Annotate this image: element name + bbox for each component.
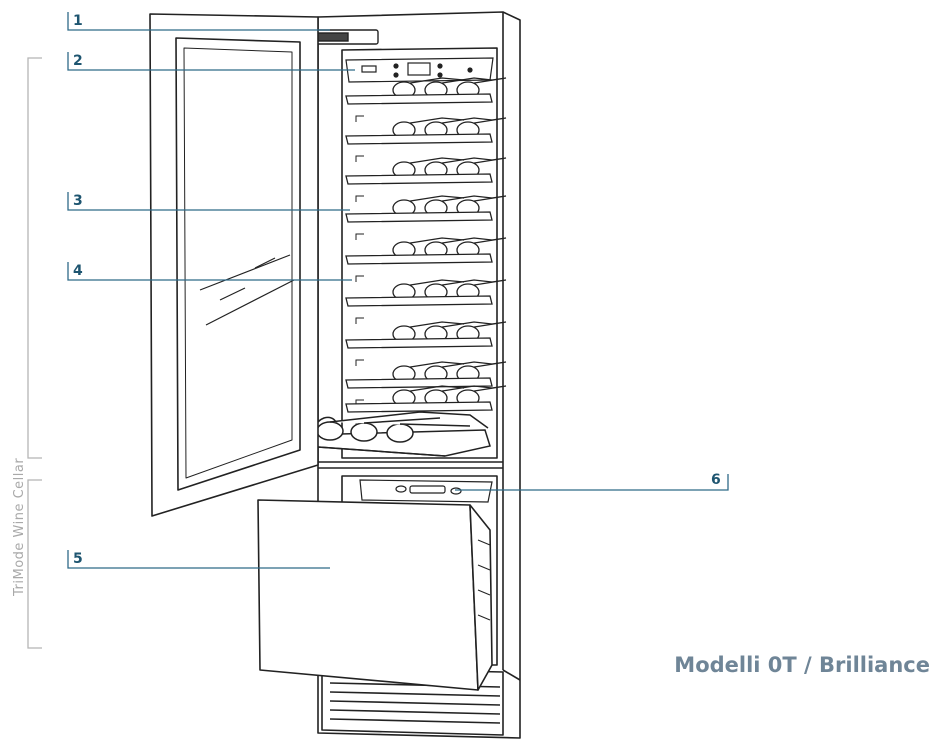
drawer-controls [359, 479, 493, 503]
bracket-drawer [27, 479, 42, 649]
callout-line-2 [67, 52, 355, 71]
top-hinge [311, 29, 379, 45]
callout-number-1: 1 [73, 13, 83, 29]
callout-line-1 [67, 12, 330, 31]
callout-line-6 [455, 474, 729, 491]
callout-lines [67, 12, 729, 569]
callout-number-2: 2 [73, 53, 83, 69]
shelf [345, 157, 507, 202]
shelf [345, 361, 507, 406]
shelf [345, 117, 507, 162]
glass-door [149, 13, 319, 517]
callout-line-4 [67, 262, 352, 281]
shelf [345, 195, 507, 240]
callout-line-3 [67, 192, 350, 211]
callout-number-3: 3 [73, 193, 83, 209]
pullout-shelf [266, 411, 491, 457]
callout-number-6: 6 [711, 472, 721, 488]
freezer-drawer [257, 499, 493, 691]
wine-shelves [345, 77, 507, 430]
section-bracket [27, 57, 42, 649]
model-label: Modelli 0T / Brilliance [674, 653, 930, 677]
callout-number-5: 5 [73, 551, 83, 567]
section-label: TriMode Wine Cellar [12, 458, 27, 597]
callout-line-5 [67, 550, 330, 569]
bracket-wine-cellar [27, 57, 42, 459]
shelf [345, 321, 507, 366]
shelf [345, 385, 507, 430]
shelf [345, 279, 507, 324]
shelf [345, 77, 507, 122]
shelf [345, 237, 507, 282]
callout-number-4: 4 [73, 263, 83, 279]
